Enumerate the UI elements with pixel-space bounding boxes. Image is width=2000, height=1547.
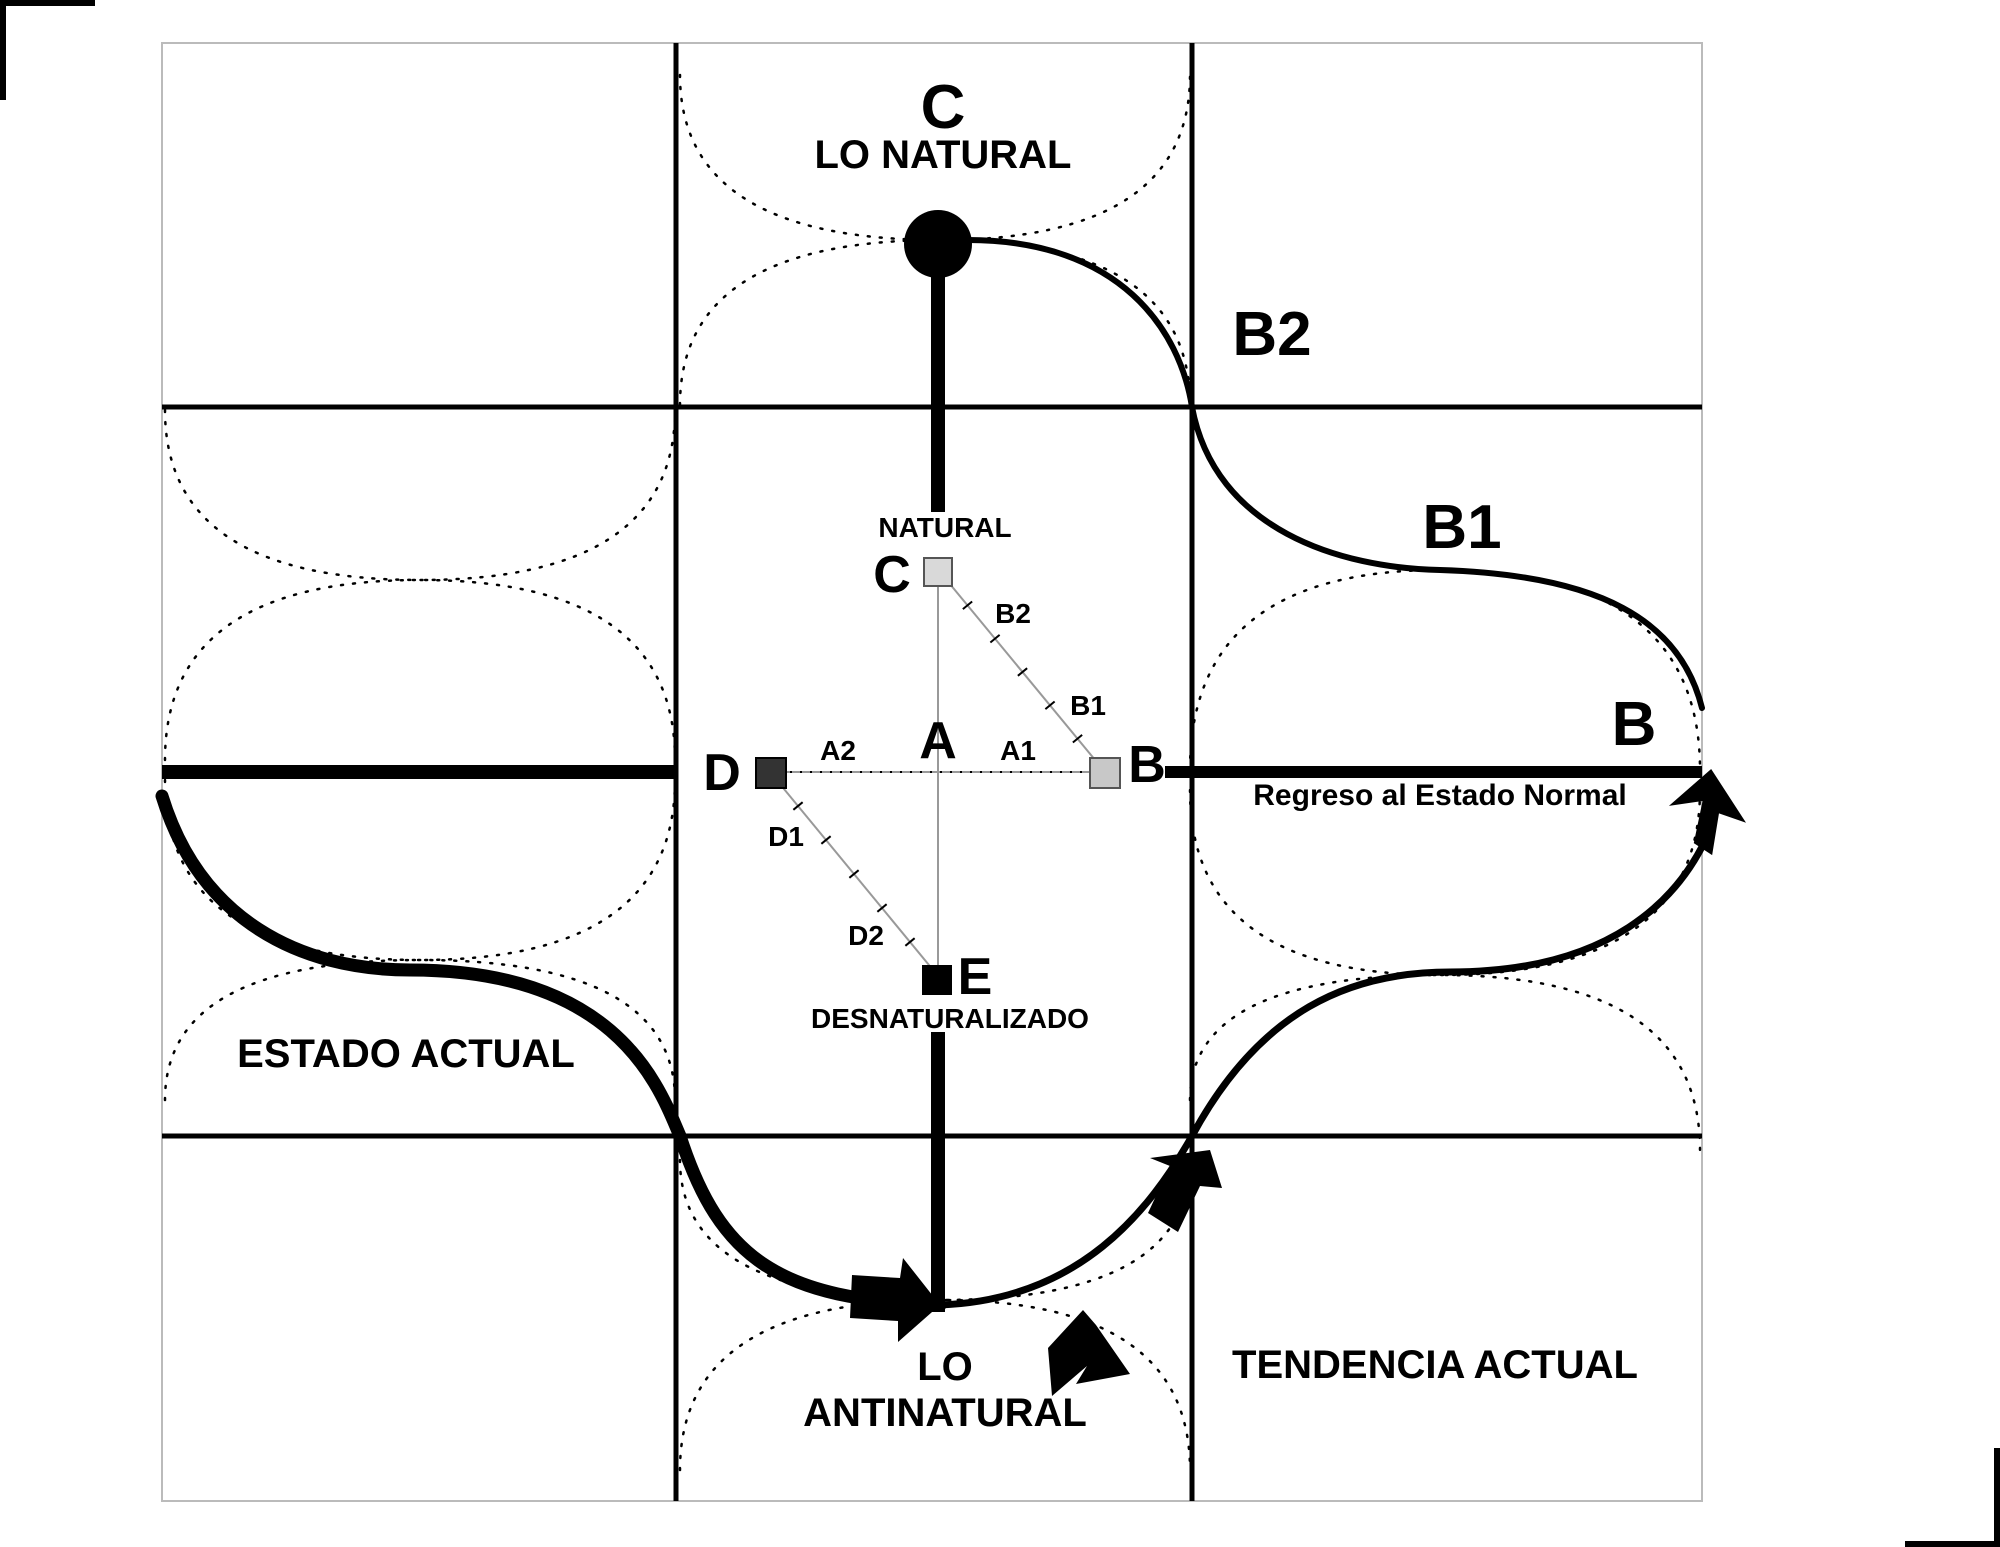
seg-b1-label: B1 — [1070, 690, 1106, 721]
seg-d2-label: D2 — [848, 920, 884, 951]
title-lo-natural: LO NATURAL — [815, 133, 1072, 177]
label-lo: LO — [917, 1345, 973, 1389]
node-c-label: C — [873, 546, 911, 604]
node-a-label: A — [919, 712, 957, 770]
label-tendencia-actual: TENDENCIA ACTUAL — [1232, 1343, 1638, 1387]
arrow-up-right — [1148, 1150, 1222, 1232]
label-b: B — [1612, 690, 1657, 759]
segment-tick — [876, 903, 888, 913]
segment-tick — [848, 869, 860, 879]
natural-point — [904, 210, 972, 278]
segment-tick — [962, 600, 973, 610]
label-estado-actual: ESTADO ACTUAL — [237, 1032, 575, 1076]
node-b-label: B — [1128, 736, 1166, 794]
seg-a1-label: A1 — [1000, 735, 1036, 766]
seg-b2-label: B2 — [995, 598, 1031, 629]
segment-tick — [904, 937, 916, 947]
segment-tick — [1044, 700, 1056, 710]
segment-tick — [820, 835, 832, 845]
segment-ticks — [792, 600, 1083, 947]
arrow-down-right — [1048, 1310, 1130, 1396]
label-antinatural: ANTINATURAL — [803, 1391, 1087, 1435]
segment-tick — [989, 634, 1001, 644]
center-natural-label: NATURAL — [878, 512, 1011, 543]
label-regreso: Regreso al Estado Normal — [1253, 779, 1626, 812]
seg-d1-label: D1 — [768, 821, 804, 852]
node-d-label: D — [703, 744, 741, 802]
center-graph — [769, 571, 1106, 977]
node-e-label: E — [958, 948, 993, 1006]
title-letter-c: C — [921, 73, 966, 142]
curve-estado-actual — [155, 789, 947, 1312]
label-b2: B2 — [1232, 300, 1311, 369]
node-c-square — [923, 557, 953, 587]
segment-tick — [792, 801, 804, 811]
segment-tick — [1072, 734, 1083, 744]
node-d-square — [755, 757, 787, 789]
center-desnaturalizado-label: DESNATURALIZADO — [811, 1003, 1089, 1034]
node-b-square — [1089, 757, 1121, 789]
arrow-up-right-b — [1668, 769, 1747, 856]
segment-tick — [1017, 667, 1028, 677]
seg-a2-label: A2 — [820, 735, 856, 766]
curve-natural-to-b — [965, 237, 1705, 711]
curve-antinatural-to-b — [936, 826, 1714, 1309]
arrow-right-bottom — [850, 1258, 940, 1342]
arrows — [850, 769, 1747, 1396]
axis-bars — [162, 250, 1702, 1312]
label-b1: B1 — [1422, 493, 1501, 562]
node-e-square — [922, 965, 952, 995]
